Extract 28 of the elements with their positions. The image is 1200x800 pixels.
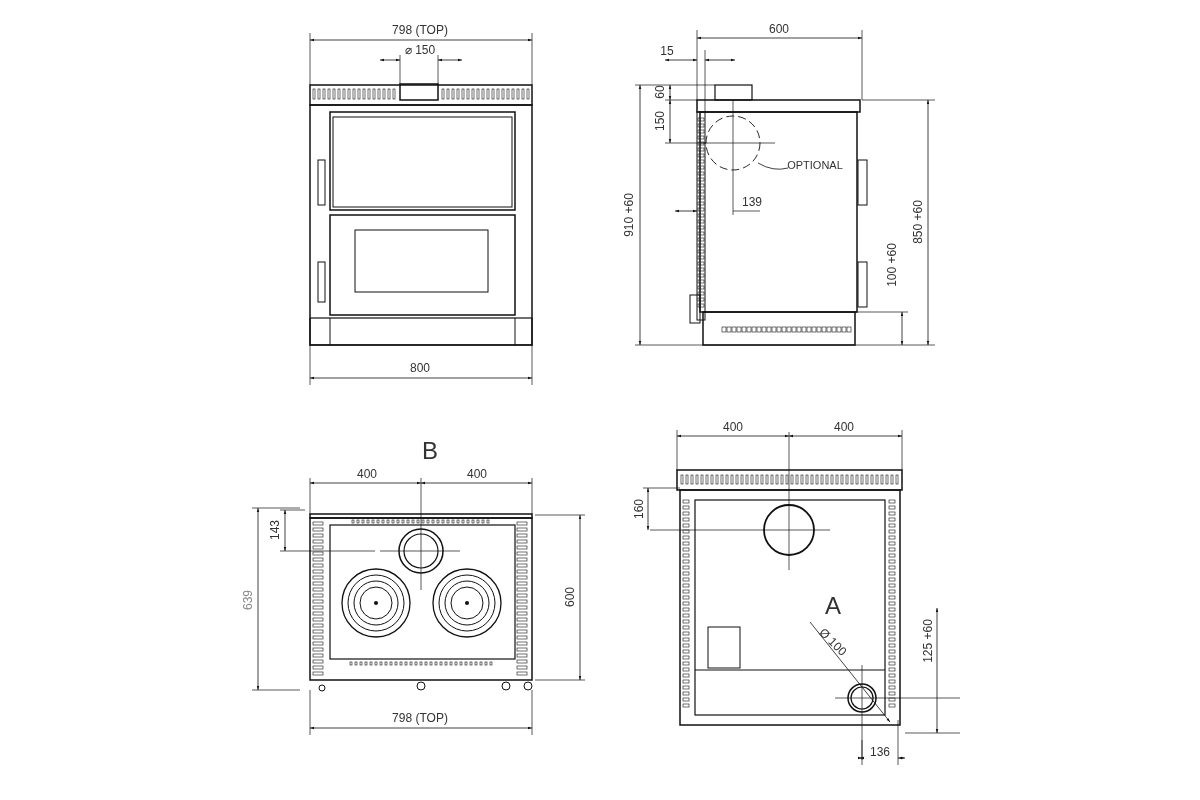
dimension-label: 136 — [870, 746, 890, 758]
view-letter: B — [422, 439, 438, 463]
view-letter: A — [825, 594, 841, 618]
dimension-label: 800 — [410, 362, 430, 374]
dimension-label: 600 — [769, 23, 789, 35]
dimension-label: 150 — [654, 111, 666, 131]
dimension-label: 125 +60 — [922, 619, 934, 663]
dimension-label: 100 +60 — [886, 243, 898, 287]
dimension-label: 139 — [742, 196, 762, 208]
dimension-label: 400 — [357, 468, 377, 480]
dimension-label: 15 — [660, 45, 674, 57]
leader-line — [757, 162, 789, 170]
dimension-label: 600 — [564, 587, 576, 607]
dimension-label: 798 (TOP) — [392, 712, 448, 724]
dimension-label: Ø 100 — [817, 626, 849, 658]
dimension-label: 910 +60 — [623, 193, 635, 237]
dimension-label: ⌀ 150 — [404, 44, 436, 56]
dimension-label: 143 — [269, 520, 281, 540]
dimension-label: 798 (TOP) — [392, 24, 448, 36]
dimension-label: 400 — [467, 468, 487, 480]
dimension-label: 160 — [633, 499, 645, 519]
dimension-label: 400 — [723, 421, 743, 433]
callout-label: OPTIONAL — [787, 159, 843, 171]
dimension-label: 60 — [654, 85, 666, 99]
optional-flue-outline — [705, 115, 761, 171]
dimension-label: 850 +60 — [912, 200, 924, 244]
dimension-label: 639 — [242, 590, 254, 610]
dimension-label: 400 — [834, 421, 854, 433]
